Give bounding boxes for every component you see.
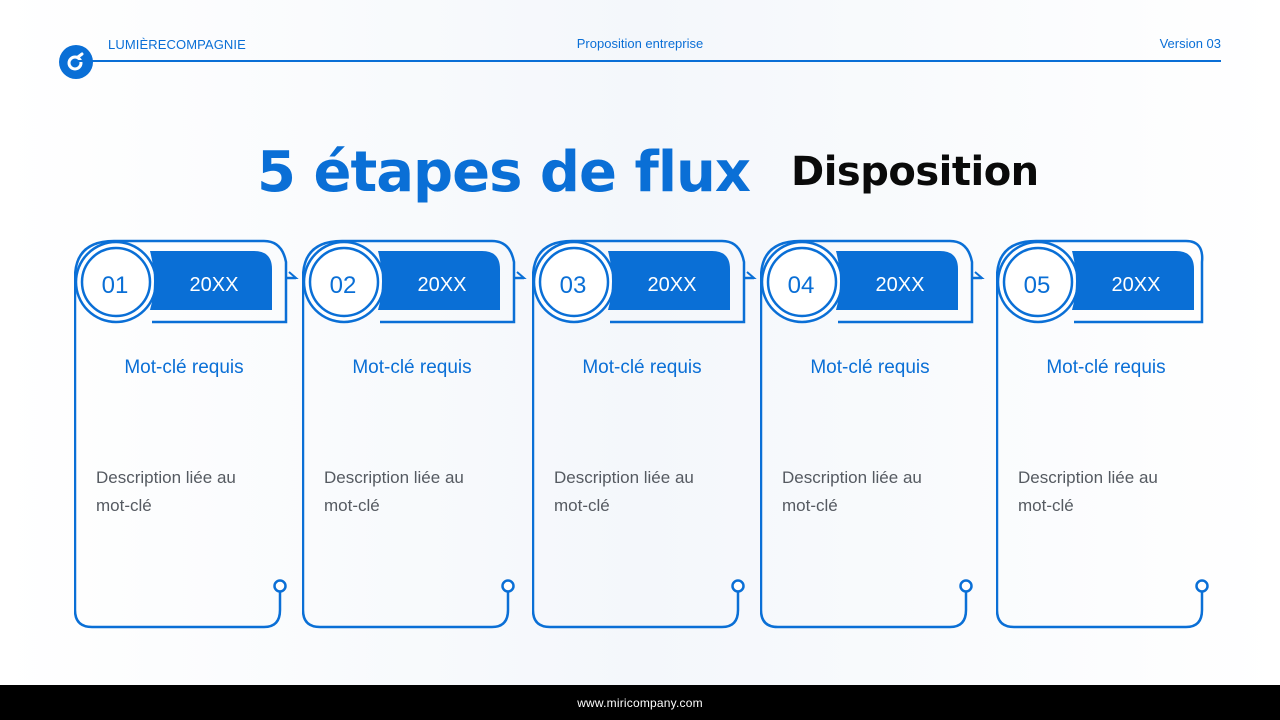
step-frame bbox=[996, 239, 1209, 629]
header-divider bbox=[76, 60, 1221, 62]
step-description: Description liée au mot-clé bbox=[1018, 468, 1158, 515]
step-description: Description liée au mot-clé bbox=[324, 468, 464, 515]
flow-step-5: 05 20XX Mot-clé requis Description liée … bbox=[996, 238, 1228, 634]
step-year: 20XX bbox=[647, 273, 697, 296]
step-keyword: Mot-clé requis bbox=[352, 357, 472, 378]
header: LUMIÈRECOMPAGNIE Proposition entreprise … bbox=[0, 0, 1280, 90]
step-frame bbox=[302, 239, 527, 629]
step-number: 02 bbox=[329, 272, 357, 299]
page-title: 5 étapes de flux bbox=[257, 140, 751, 205]
flow-step-3: 03 20XX Mot-clé requis Description liée … bbox=[532, 238, 764, 634]
step-number: 04 bbox=[787, 272, 815, 299]
step-description: Description liée au mot-clé bbox=[782, 468, 922, 515]
step-keyword: Mot-clé requis bbox=[1046, 357, 1166, 378]
brand-name: LUMIÈRECOMPAGNIE bbox=[108, 37, 246, 52]
page-background bbox=[0, 0, 1280, 685]
step-description: Description liée au mot-clé bbox=[96, 468, 236, 515]
flow-step-2: 02 20XX Mot-clé requis Description liée … bbox=[302, 238, 534, 634]
step-frame bbox=[760, 239, 985, 629]
step-keyword: Mot-clé requis bbox=[124, 357, 244, 378]
step-year: 20XX bbox=[1111, 273, 1161, 296]
step-number: 05 bbox=[1023, 272, 1051, 299]
brand-logo-icon bbox=[59, 45, 93, 79]
page-subtitle: Disposition bbox=[791, 149, 1039, 195]
version-label: Version 03 bbox=[1159, 36, 1221, 51]
proposal-label: Proposition entreprise bbox=[576, 36, 704, 51]
footer: www.miricompany.com bbox=[0, 685, 1280, 720]
step-year: 20XX bbox=[875, 273, 925, 296]
step-keyword: Mot-clé requis bbox=[810, 357, 930, 378]
step-number: 03 bbox=[559, 272, 587, 299]
step-year: 20XX bbox=[189, 273, 239, 296]
step-frame bbox=[74, 239, 299, 629]
step-frame bbox=[532, 239, 757, 629]
step-description: Description liée au mot-clé bbox=[554, 468, 694, 515]
step-keyword: Mot-clé requis bbox=[582, 357, 702, 378]
footer-url: www.miricompany.com bbox=[577, 695, 703, 710]
flow-step-1: 01 20XX Mot-clé requis Description liée … bbox=[74, 238, 306, 634]
flow-step-4: 04 20XX Mot-clé requis Description liée … bbox=[760, 238, 992, 634]
step-year: 20XX bbox=[417, 273, 467, 296]
step-number: 01 bbox=[101, 272, 129, 299]
